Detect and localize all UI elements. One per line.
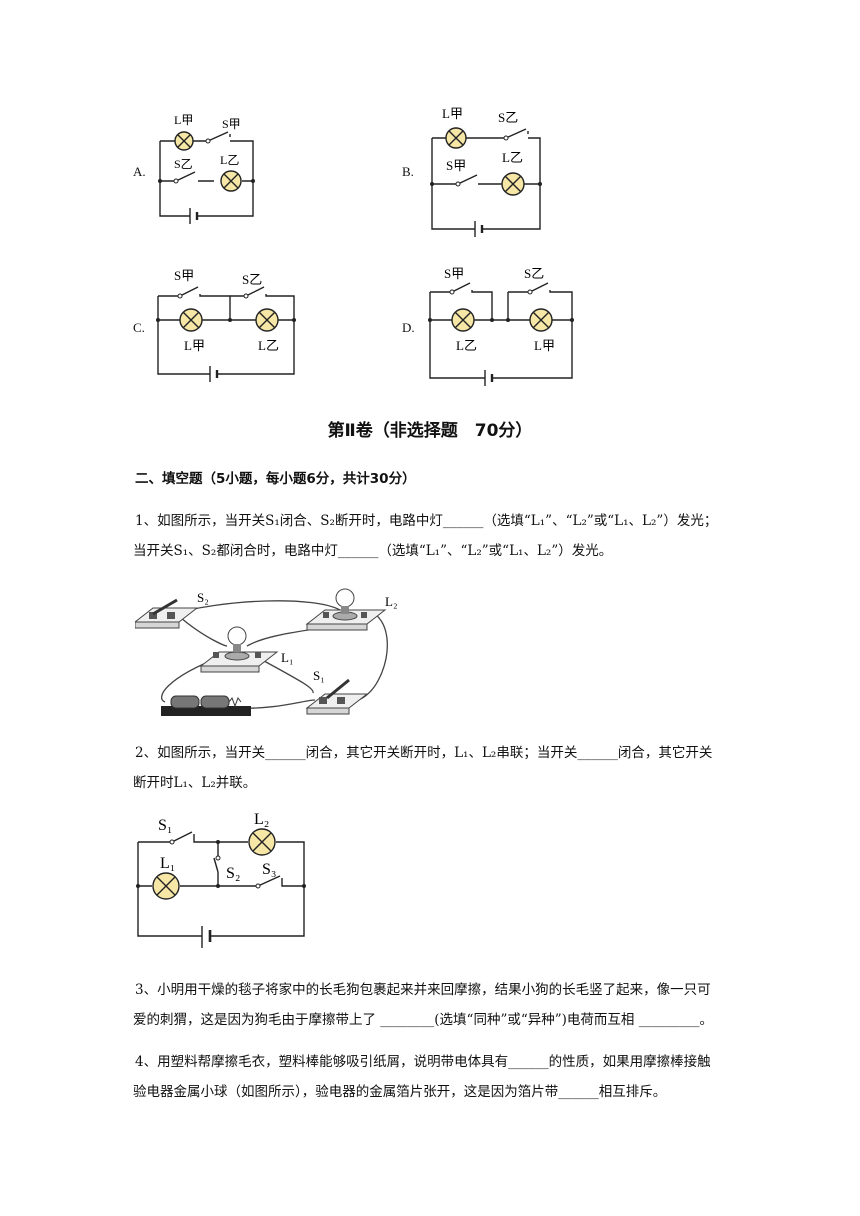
label-lamp-bottom: L乙 bbox=[502, 150, 523, 165]
label-l1: L₁ bbox=[281, 650, 293, 665]
option-d-label: D. bbox=[402, 320, 415, 335]
switch-s1-icon bbox=[305, 678, 369, 715]
lamp-icon bbox=[179, 308, 203, 332]
circuit-figure-q2: S₁ L₂ L₁ S₂ S₃ bbox=[136, 811, 306, 948]
label-s2: S₂ bbox=[226, 865, 240, 882]
label-switch-left: S甲 bbox=[174, 268, 194, 283]
lamp-icon bbox=[255, 308, 279, 332]
circuit-option-a: L甲 S甲 S乙 L乙 bbox=[158, 113, 255, 224]
label-lamp-bottom: L乙 bbox=[220, 153, 239, 167]
question-1-line-2: 当开关S₁、S₂都闭合时，电路中灯______（选填“L₁”、“L₂”或“L₁、… bbox=[133, 543, 613, 559]
circuit-option-d: S甲 S乙 L乙 L甲 bbox=[428, 266, 574, 386]
lamp-l1-icon bbox=[199, 626, 279, 673]
question-1: 1、如图所示，当开关S₁闭合、S₂断开时，电路中灯______（选填“L₁”、“… bbox=[133, 506, 805, 566]
circuit-option-c: S甲 S乙 L甲 L乙 bbox=[156, 268, 296, 382]
label-switch-left: S甲 bbox=[444, 266, 464, 281]
question-1-line-1: 1、如图所示，当开关S₁闭合、S₂断开时，电路中灯______（选填“L₁”、“… bbox=[135, 513, 718, 529]
battery-icon bbox=[161, 695, 251, 716]
question-4-line-1: 4、用塑料帮摩擦毛衣，塑料棒能够吸引纸屑，说明带电体具有______的性质，如果… bbox=[135, 1054, 711, 1070]
label-l2: L₂ bbox=[385, 594, 397, 609]
question-2: 2、如图所示，当开关______闭合，其它开关断开时，L₁、L₂串联；当开关__… bbox=[133, 738, 805, 798]
lamp-icon bbox=[501, 172, 525, 196]
label-switch-bottom: S甲 bbox=[446, 158, 466, 173]
lamp-l2-icon bbox=[248, 828, 276, 856]
label-lamp-left: L乙 bbox=[456, 338, 477, 353]
lamp-icon bbox=[220, 170, 242, 192]
label-l1: L₁ bbox=[160, 855, 175, 872]
question-4: 4、用塑料帮摩擦毛衣，塑料棒能够吸引纸屑，说明带电体具有______的性质，如果… bbox=[133, 1047, 805, 1107]
label-lamp-top: L甲 bbox=[174, 113, 193, 127]
option-b-label: B. bbox=[402, 164, 414, 179]
option-a-label: A. bbox=[133, 164, 146, 179]
label-lamp-right: L甲 bbox=[534, 338, 555, 353]
lamp-icon bbox=[529, 308, 553, 332]
question-4-line-2: 验电器金属小球（如图所示），验电器的金属箔片张开，这是因为箔片带______相互… bbox=[133, 1084, 667, 1100]
label-switch-top: S甲 bbox=[222, 117, 241, 131]
lamp-l2-icon bbox=[305, 588, 387, 631]
label-lamp-top: L甲 bbox=[442, 106, 463, 121]
section-title: 第Ⅱ卷（非选择题 70分） bbox=[327, 421, 533, 441]
circuit-option-b: L甲 S乙 S甲 L乙 bbox=[430, 106, 542, 237]
label-l2: L₂ bbox=[254, 811, 269, 828]
question-3-line-1: 3、小明用干燥的毯子将家中的长毛狗包裹起来并来回摩擦，结果小狗的长毛竖了起来，像… bbox=[135, 982, 711, 998]
switch-s2-icon bbox=[135, 598, 199, 629]
label-lamp-left: L甲 bbox=[184, 338, 205, 353]
lamp-icon bbox=[174, 131, 194, 151]
label-lamp-right: L乙 bbox=[258, 338, 279, 353]
question-3: 3、小明用干燥的毯子将家中的长毛狗包裹起来并来回摩擦，结果小狗的长毛竖了起来，像… bbox=[133, 975, 805, 1035]
label-s1: S₁ bbox=[313, 668, 325, 683]
lamp-icon bbox=[451, 308, 475, 332]
wiring-figure-q1: S₂ L₂ L₁ S₁ bbox=[135, 588, 397, 716]
label-s1: S₁ bbox=[158, 817, 172, 834]
question-2-line-1: 2、如图所示，当开关______闭合，其它开关断开时，L₁、L₂串联；当开关__… bbox=[135, 745, 713, 761]
label-switch-bottom: S乙 bbox=[174, 157, 193, 171]
lamp-icon bbox=[445, 127, 467, 149]
question-3-line-2: 爱的刺猬，这是因为狗毛由于摩擦带上了 ________(选填“同种”或“异种”)… bbox=[133, 1012, 713, 1028]
part-title: 二、填空题（5小题，每小题6分，共计30分） bbox=[135, 471, 416, 487]
option-c-label: C. bbox=[133, 320, 145, 335]
lamp-l1-icon bbox=[152, 872, 180, 900]
label-switch-right: S乙 bbox=[524, 266, 544, 281]
label-switch-right: S乙 bbox=[242, 272, 262, 287]
label-switch-top: S乙 bbox=[498, 110, 518, 125]
label-s3: S₃ bbox=[262, 861, 276, 878]
question-2-line-2: 断开时L₁、L₂并联。 bbox=[133, 775, 257, 791]
label-s2: S₂ bbox=[197, 590, 209, 605]
